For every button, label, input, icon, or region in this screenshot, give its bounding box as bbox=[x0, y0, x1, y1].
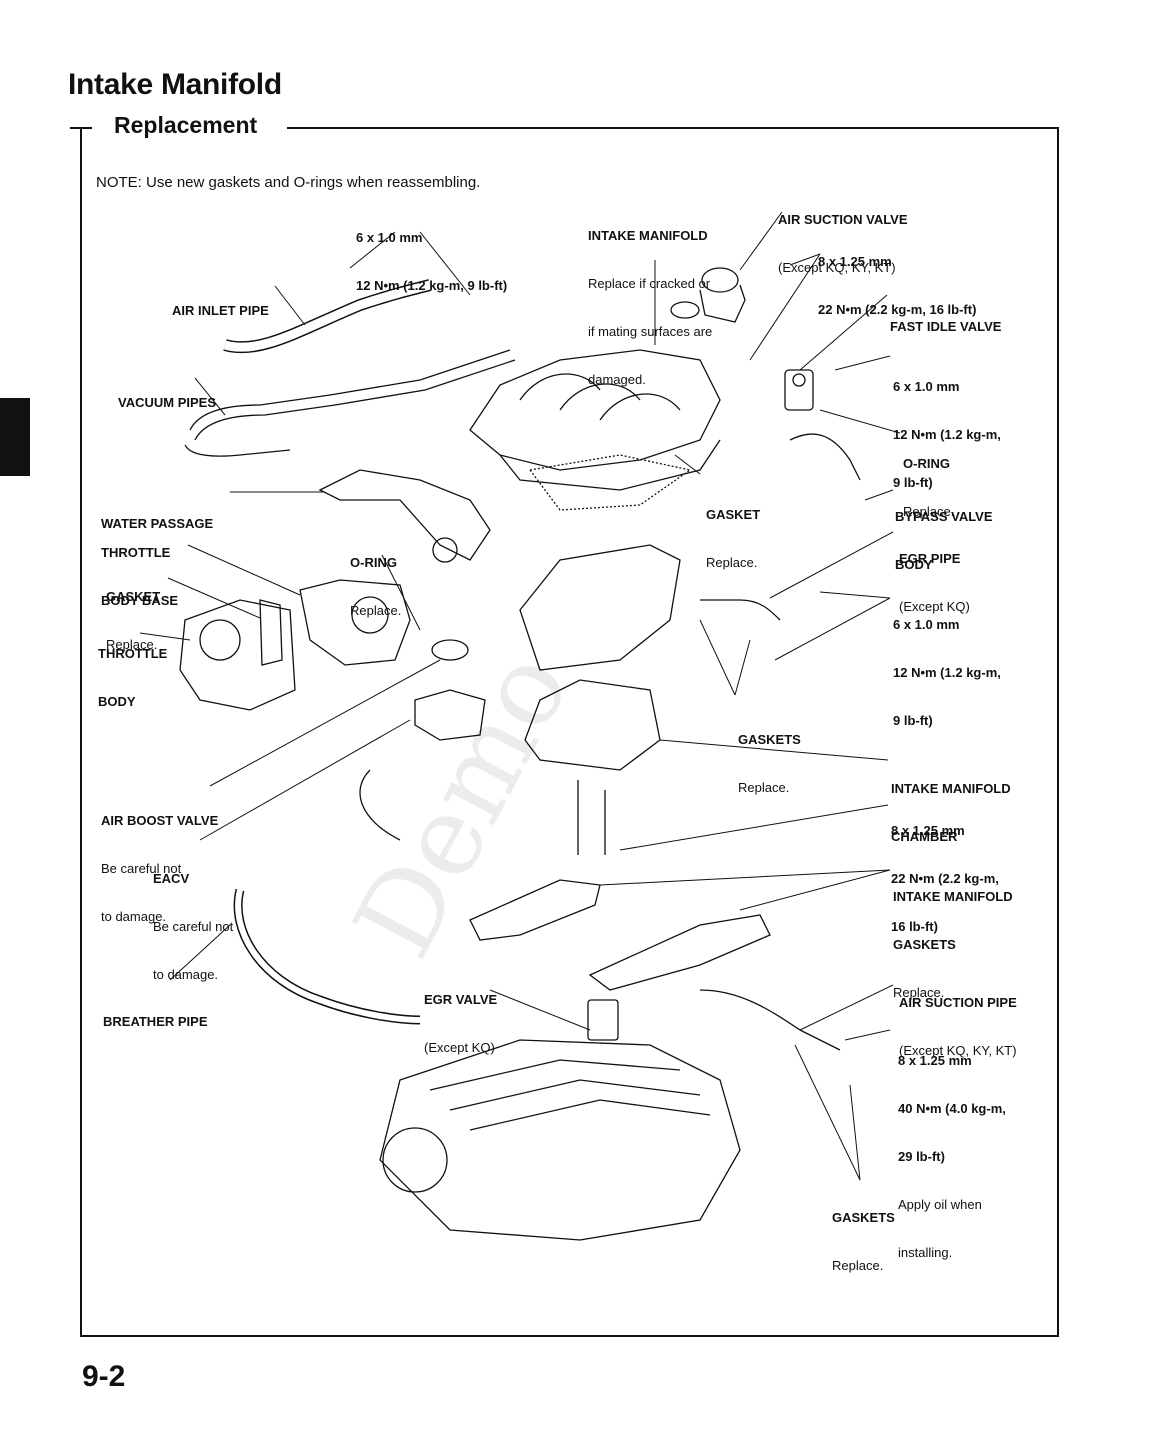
manifold-gasket-part bbox=[528, 454, 692, 511]
label-bolt-8x125-pipe: 8 x 1.25 mm 40 N•m (4.0 kg-m, 29 lb-ft) … bbox=[898, 1053, 1006, 1260]
note-text: NOTE: Use new gaskets and O-rings when r… bbox=[96, 174, 481, 191]
label-gasket-left: GASKET Replace. bbox=[106, 589, 161, 652]
label-throttle-body-base: THROTTLE BODY BASE bbox=[101, 545, 179, 608]
air-suction-valve-part bbox=[670, 267, 746, 323]
egr-pipe-part bbox=[700, 599, 781, 621]
engine-block-part bbox=[379, 1039, 741, 1241]
label-vacuum-pipes: VACUUM PIPES bbox=[118, 395, 216, 410]
label-bolt-8x125-top: 8 x 1.25 mm 22 N•m (2.2 kg-m, 16 lb-ft) bbox=[818, 254, 977, 317]
label-water-passage: WATER PASSAGE bbox=[101, 516, 214, 531]
label-egr-valve: EGR VALVE (Except KQ) bbox=[424, 992, 498, 1055]
label-air-suction-valve: AIR SUCTION VALVE (Except KQ, KY, KT) bbox=[778, 212, 908, 275]
throttle-body-part bbox=[179, 599, 296, 711]
label-air-boost-valve: AIR BOOST VALVE Be careful not to damage… bbox=[101, 813, 219, 924]
label-air-suction-pipe: AIR SUCTION PIPE (Except KQ, KY, KT) bbox=[899, 995, 1017, 1058]
air-boost-valve-part bbox=[431, 639, 469, 661]
section-title: Replacement bbox=[106, 112, 266, 139]
label-breather-pipe: BREATHER PIPE bbox=[103, 1014, 208, 1029]
label-intake-manifold-gaskets: INTAKE MANIFOLD GASKETS Replace. bbox=[893, 889, 1013, 1000]
label-oring-right: O-RING Replace. bbox=[903, 456, 955, 519]
label-bolt-6x1-top: 6 x 1.0 mm 12 N•m (1.2 kg-m, 9 lb-ft) bbox=[356, 230, 508, 293]
label-gasket-mid: GASKET Replace. bbox=[706, 507, 761, 570]
intake-manifold-gaskets-part bbox=[469, 879, 771, 991]
fast-idle-valve-part bbox=[784, 369, 861, 481]
page-edge-tab bbox=[0, 398, 30, 476]
intake-manifold-part bbox=[469, 349, 721, 491]
page-title: Intake Manifold bbox=[68, 68, 282, 101]
intake-manifold-chamber-part bbox=[519, 544, 681, 771]
water-passage-part bbox=[318, 469, 491, 561]
vacuum-pipes-part bbox=[189, 349, 511, 431]
diagram-frame bbox=[80, 127, 1059, 1337]
section-rule-right bbox=[287, 127, 1057, 129]
label-bolt-6x1-egr: 6 x 1.0 mm 12 N•m (1.2 kg-m, 9 lb-ft) bbox=[893, 617, 1001, 728]
chamber-bolts-part bbox=[577, 780, 606, 855]
air-suction-pipe-part bbox=[699, 989, 841, 1051]
label-intake-manifold: INTAKE MANIFOLD Replace if cracked or if… bbox=[588, 228, 713, 387]
label-fast-idle-valve: FAST IDLE VALVE bbox=[890, 319, 1002, 334]
label-bolt-6x1-fiv: 6 x 1.0 mm 12 N•m (1.2 kg-m, 9 lb-ft) bbox=[893, 379, 1001, 490]
label-egr-pipe: EGR PIPE (Except KQ) bbox=[899, 551, 970, 614]
label-bolt-8x125-chamber: 8 x 1.25 mm 22 N•m (2.2 kg-m, 16 lb-ft) bbox=[891, 823, 999, 934]
label-oring-mid: O-RING Replace. bbox=[350, 555, 402, 618]
label-throttle-body: THROTTLE BODY bbox=[98, 646, 168, 709]
eacv-part bbox=[359, 689, 486, 841]
label-air-inlet-pipe: AIR INLET PIPE bbox=[172, 303, 269, 318]
label-intake-manifold-chamber: INTAKE MANIFOLD CHAMBER bbox=[891, 781, 1011, 844]
label-eacv: EACV Be careful not to damage. bbox=[153, 871, 234, 982]
leader-lines bbox=[139, 211, 901, 1181]
label-gaskets-mid: GASKETS Replace. bbox=[738, 732, 801, 795]
throttle-body-base-part bbox=[299, 579, 411, 666]
label-gaskets-bottom: GASKETS Replace. bbox=[832, 1210, 895, 1273]
page-number: 9-2 bbox=[82, 1360, 126, 1393]
egr-valve-part bbox=[587, 999, 619, 1041]
label-bypass-valve-body: BYPASS VALVE BODY bbox=[895, 509, 993, 572]
